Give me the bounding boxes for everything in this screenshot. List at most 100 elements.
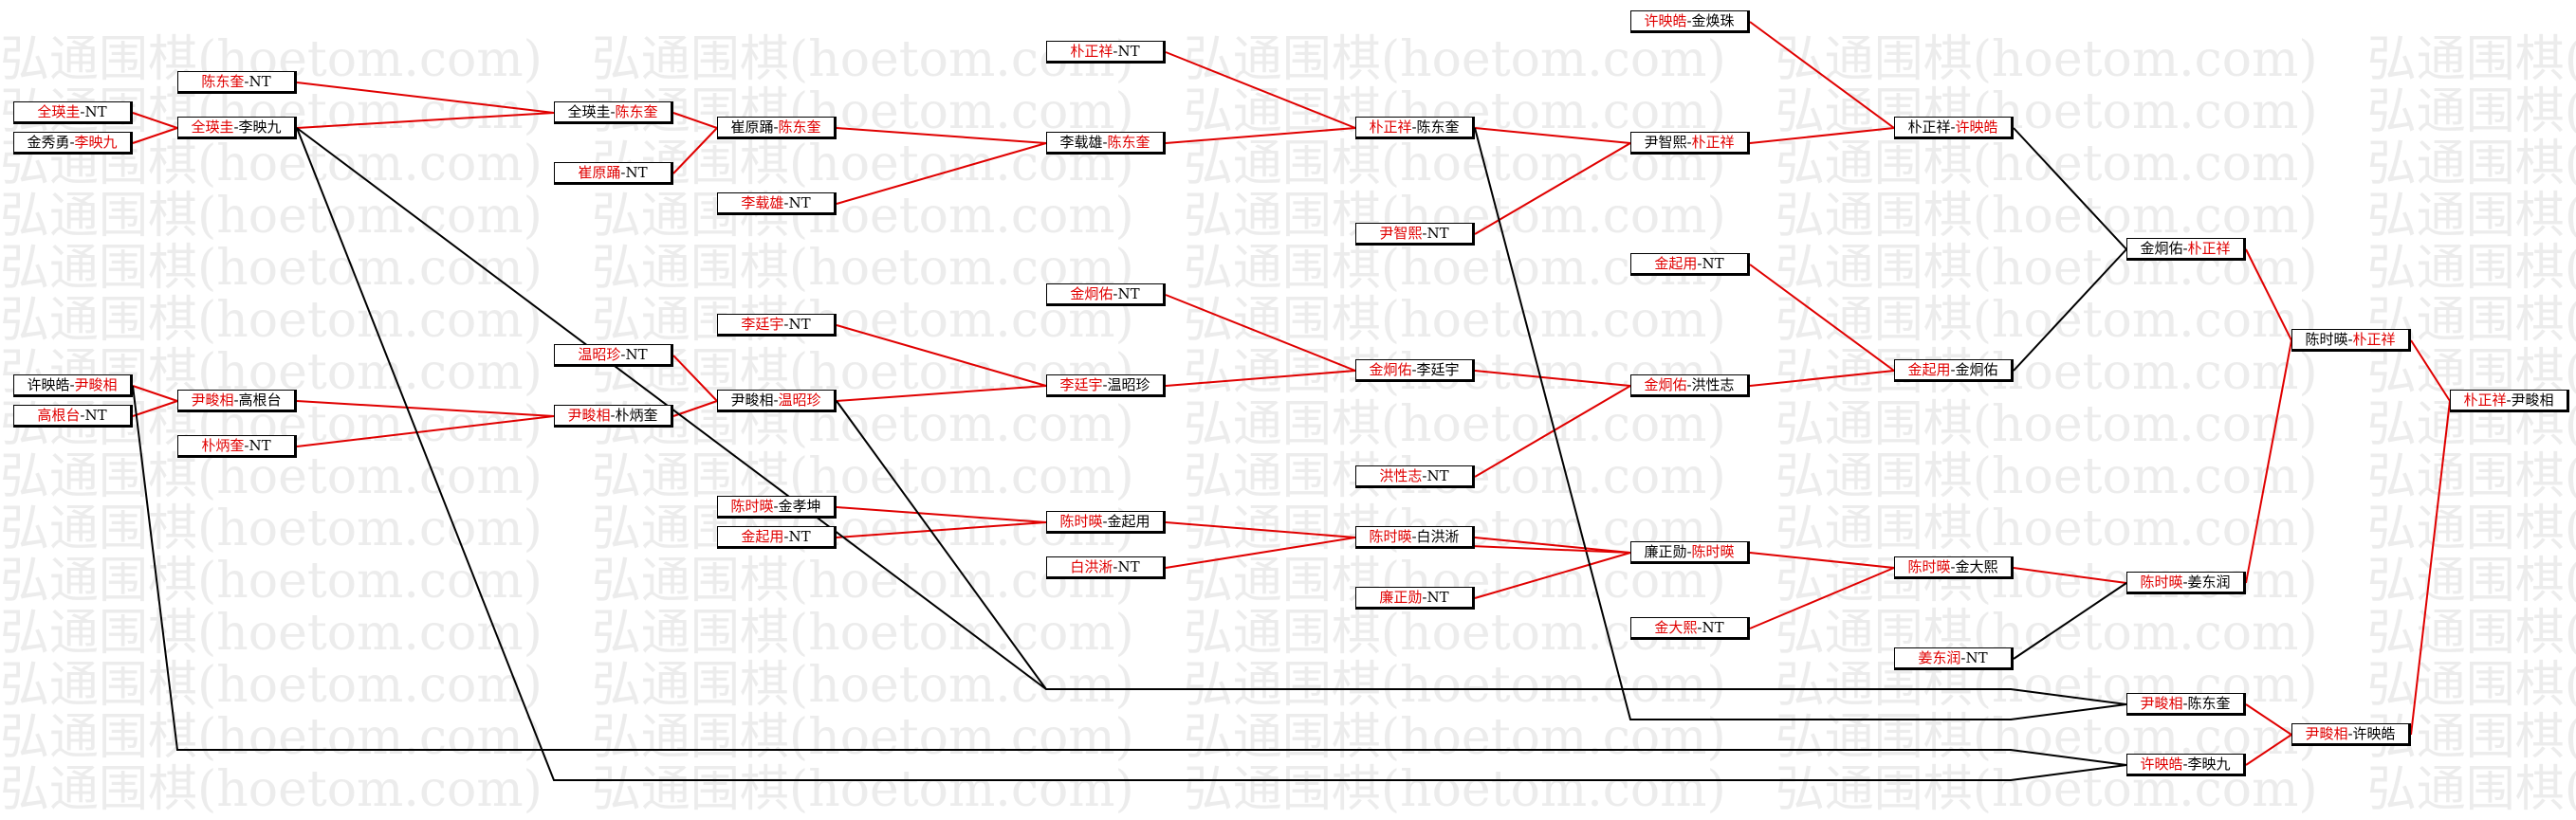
match-node[interactable]: 金大熙-NT xyxy=(1630,617,1750,640)
match-node[interactable]: 李载雄-陈东奎 xyxy=(1046,132,1166,155)
player-b: NT xyxy=(1702,619,1724,636)
match-node[interactable]: 陈时暎-金起用 xyxy=(1046,511,1166,534)
bracket-connector xyxy=(2013,248,2127,372)
player-a: 姜东润 xyxy=(1918,649,1961,666)
match-node[interactable]: 金炯佑-李廷宇 xyxy=(1355,359,1475,382)
match-node[interactable]: 崔原踊-NT xyxy=(554,162,673,185)
match-node[interactable]: 廉正勋-NT xyxy=(1355,587,1475,610)
player-a: 朴炳奎 xyxy=(201,437,245,454)
bracket-connector xyxy=(836,324,1047,387)
match-node[interactable]: 金炯佑-朴正祥 xyxy=(2126,238,2246,261)
match-node[interactable]: 尹畯相-温昭珍 xyxy=(717,390,837,412)
match-node[interactable]: 朴正祥-尹畯相 xyxy=(2450,390,2569,412)
match-node[interactable]: 金炯佑-NT xyxy=(1046,283,1166,306)
player-b: NT xyxy=(1965,649,1988,666)
player-a: 朴正祥 xyxy=(2463,392,2507,409)
separator: - xyxy=(1950,558,1956,575)
player-a: 金起用 xyxy=(1907,361,1951,378)
match-node[interactable]: 金起用-NT xyxy=(717,526,837,549)
bracket-connector xyxy=(132,400,178,417)
bracket-long-connector xyxy=(836,400,1047,690)
match-node[interactable]: 朴正祥-NT xyxy=(1046,41,1166,64)
player-a: 朴正祥 xyxy=(1369,118,1412,136)
bracket-connector xyxy=(1749,552,1895,569)
match-node[interactable]: 陈时暎-姜东润 xyxy=(2126,572,2246,594)
match-node[interactable]: 朴正祥-陈东奎 xyxy=(1355,117,1475,139)
match-node[interactable]: 李载雄-NT xyxy=(717,192,837,215)
bracket-connector xyxy=(2245,734,2292,766)
match-node[interactable]: 尹畯相-许映皓 xyxy=(2291,723,2411,746)
bracket-connector xyxy=(2410,400,2451,736)
separator: - xyxy=(610,407,616,424)
player-a: 许映皓 xyxy=(27,376,70,393)
bracket-connector xyxy=(1749,127,1895,144)
player-a: 廉正勋 xyxy=(1644,543,1687,560)
bracket-connector xyxy=(1474,552,1631,599)
match-node[interactable]: 朴炳奎-NT xyxy=(177,435,297,458)
match-node[interactable]: 李廷宇-NT xyxy=(717,314,837,337)
separator: - xyxy=(2506,392,2512,409)
match-node[interactable]: 许映皓-李映九 xyxy=(2126,754,2246,776)
player-a: 金起用 xyxy=(741,528,784,545)
player-a: 金起用 xyxy=(1654,255,1698,272)
match-node[interactable]: 金炯佑-洪性志 xyxy=(1630,374,1750,397)
match-node[interactable]: 尹畯相-陈东奎 xyxy=(2126,693,2246,716)
match-node[interactable]: 李廷宇-温昭珍 xyxy=(1046,374,1166,397)
player-a: 金炯佑 xyxy=(1070,285,1113,302)
player-a: 许映皓 xyxy=(2140,756,2183,773)
match-node[interactable]: 陈东奎-NT xyxy=(177,71,297,94)
match-node[interactable]: 廉正勋-陈时暎 xyxy=(1630,541,1750,564)
player-b: 陈东奎 xyxy=(1416,118,1460,136)
bracket-connector xyxy=(672,127,718,174)
player-b: 金孝坤 xyxy=(778,498,821,515)
match-node[interactable]: 温昭珍-NT xyxy=(554,344,673,367)
player-b: 金起用 xyxy=(1107,513,1150,530)
player-a: 尹畯相 xyxy=(191,392,234,409)
match-node[interactable]: 全瑛圭-李映九 xyxy=(177,117,297,139)
match-node[interactable]: 高根台-NT xyxy=(13,405,133,428)
match-node[interactable]: 洪性志-NT xyxy=(1355,465,1475,488)
bracket-connector xyxy=(296,400,555,417)
match-node[interactable]: 全瑛圭-陈东奎 xyxy=(554,101,673,124)
bracket-connector xyxy=(1165,370,1356,387)
player-a: 金秀勇 xyxy=(27,134,70,151)
match-node[interactable]: 陈时暎-白洪淅 xyxy=(1355,526,1475,549)
separator: - xyxy=(1950,361,1956,378)
match-node[interactable]: 陈时暎-金孝坤 xyxy=(717,496,837,519)
match-node[interactable]: 陈时暎-朴正祥 xyxy=(2291,329,2411,352)
match-node[interactable]: 许映皓-金焕珠 xyxy=(1630,10,1750,33)
bracket-connector xyxy=(1749,370,1895,387)
match-node[interactable]: 陈时暎-金大熙 xyxy=(1894,556,2014,579)
player-b: NT xyxy=(1702,255,1724,272)
separator: - xyxy=(620,164,626,181)
separator: - xyxy=(2182,240,2188,257)
match-node[interactable]: 姜东润-NT xyxy=(1894,647,2014,670)
separator: - xyxy=(1113,558,1118,575)
player-a: 白洪淅 xyxy=(1070,558,1113,575)
match-node[interactable]: 朴正祥-许映皓 xyxy=(1894,117,2014,139)
player-b: NT xyxy=(625,164,648,181)
bracket-connector xyxy=(672,400,718,417)
match-node[interactable]: 崔原踊-陈东奎 xyxy=(717,117,837,139)
match-node[interactable]: 全瑛圭-NT xyxy=(13,101,133,124)
match-node[interactable]: 尹畯相-高根台 xyxy=(177,390,297,412)
match-node[interactable]: 尹智熙-朴正祥 xyxy=(1630,132,1750,155)
match-node[interactable]: 许映皓-尹畯相 xyxy=(13,374,133,397)
player-b: NT xyxy=(1117,43,1140,60)
player-a: 陈时暎 xyxy=(2140,574,2183,591)
match-node[interactable]: 金起用-NT xyxy=(1630,253,1750,276)
match-node[interactable]: 金起用-金炯佑 xyxy=(1894,359,2014,382)
player-b: 朴正祥 xyxy=(2352,331,2396,348)
bracket-connector xyxy=(296,112,555,129)
match-node[interactable]: 尹智熙-NT xyxy=(1355,223,1475,246)
player-b: 朴炳奎 xyxy=(615,407,658,424)
player-b: 陈东奎 xyxy=(778,118,821,136)
separator: - xyxy=(1102,513,1108,530)
player-b: 白洪淅 xyxy=(1416,528,1460,545)
match-node[interactable]: 白洪淅-NT xyxy=(1046,556,1166,579)
match-node[interactable]: 尹畯相-朴炳奎 xyxy=(554,405,673,428)
separator: - xyxy=(2347,331,2353,348)
match-node[interactable]: 金秀勇-李映九 xyxy=(13,132,133,155)
player-b: NT xyxy=(248,73,271,90)
bracket-connector xyxy=(672,112,718,129)
